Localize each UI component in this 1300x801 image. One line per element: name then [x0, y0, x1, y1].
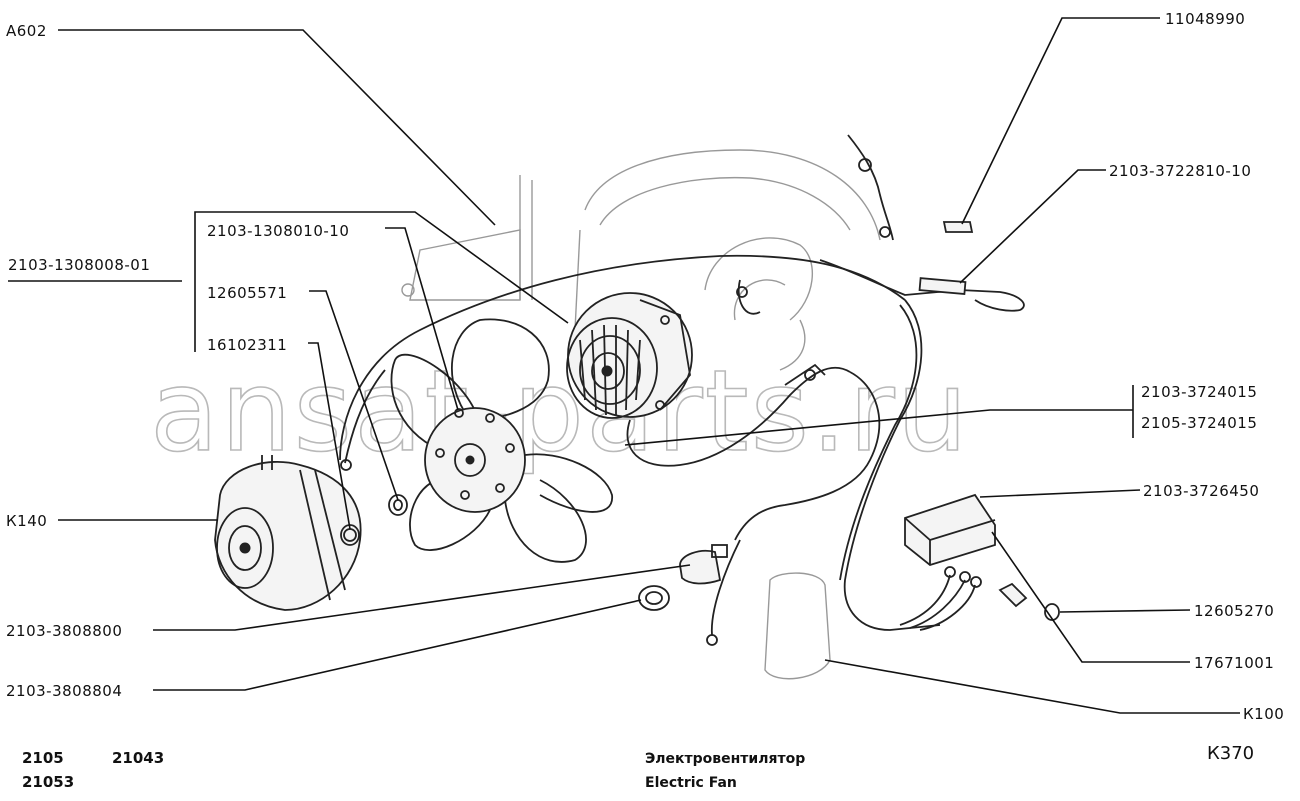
page-code: К370: [1207, 743, 1254, 764]
leader-lines: [58, 17, 1240, 714]
label-17671001: 17671001: [1194, 654, 1274, 672]
label-16102311: 16102311: [207, 336, 287, 354]
part-labels: А602 11048990 2103-3722810-10 2103-13080…: [6, 10, 1284, 723]
label-k140: К140: [6, 512, 47, 530]
label-2103-3808800: 2103-3808800: [6, 622, 122, 640]
label-11048990: 11048990: [1165, 10, 1245, 28]
label-2103-3808804: 2103-3808804: [6, 682, 122, 700]
label-2103-1308010-10: 2103-1308010-10: [207, 222, 349, 240]
label-2103-3726450: 2103-3726450: [1143, 482, 1259, 500]
label-12605571: 12605571: [207, 284, 287, 302]
title-english: Electric Fan: [645, 775, 737, 791]
small-parts-drawing: [340, 221, 1060, 680]
model-21053: 21053: [22, 773, 74, 791]
label-2103-1308008-01: 2103-1308008-01: [8, 256, 150, 274]
label-12605270: 12605270: [1194, 602, 1274, 620]
wiring-harness-drawing: [339, 254, 1025, 646]
fan-impeller-drawing: [390, 318, 613, 563]
label-2105-3724015: 2105-3724015: [1141, 414, 1257, 432]
model-2105: 2105: [22, 749, 64, 767]
label-2103-3722810-10: 2103-3722810-10: [1109, 162, 1251, 180]
label-2103-3724015: 2103-3724015: [1141, 383, 1257, 401]
label-k100: К100: [1243, 705, 1284, 723]
label-a602: А602: [6, 22, 47, 40]
radiator-shroud-drawing: [401, 134, 894, 371]
generator-drawing: [214, 455, 362, 611]
title-russian: Электровентилятор: [645, 751, 805, 767]
footer: 2105 21043 21053 Электровентилятор Elect…: [22, 743, 1254, 791]
model-21043: 21043: [112, 749, 164, 767]
fan-motor-drawing: [566, 292, 693, 419]
